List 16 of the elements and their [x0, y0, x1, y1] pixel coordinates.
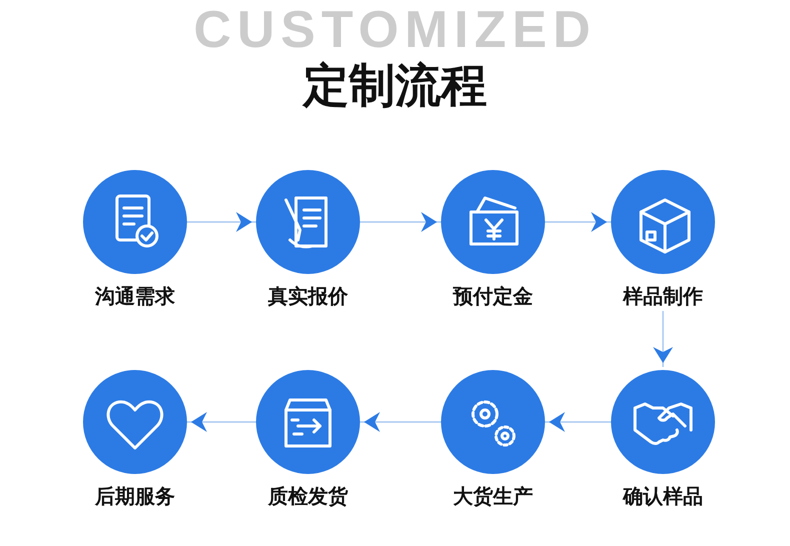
- step-label: 大货生产: [452, 484, 534, 508]
- step-label: 确认样品: [622, 484, 704, 508]
- chevron-arrow: [545, 212, 611, 232]
- step-label: 沟通需求: [94, 284, 176, 308]
- chevron-arrow: [187, 412, 256, 432]
- chevron-arrow: [187, 212, 256, 232]
- chevron-arrow: [653, 311, 673, 367]
- chevron-arrow: [545, 412, 611, 432]
- title: 定制流程: [301, 60, 488, 111]
- step-label: 质检发货: [266, 484, 349, 508]
- chevron-arrow: [360, 212, 441, 232]
- step-label: 样品制作: [622, 284, 704, 308]
- step-label: 后期服务: [94, 484, 176, 508]
- step-label: 预付定金: [452, 284, 534, 308]
- step-label: 真实报价: [267, 284, 349, 308]
- chevron-arrow: [360, 412, 441, 432]
